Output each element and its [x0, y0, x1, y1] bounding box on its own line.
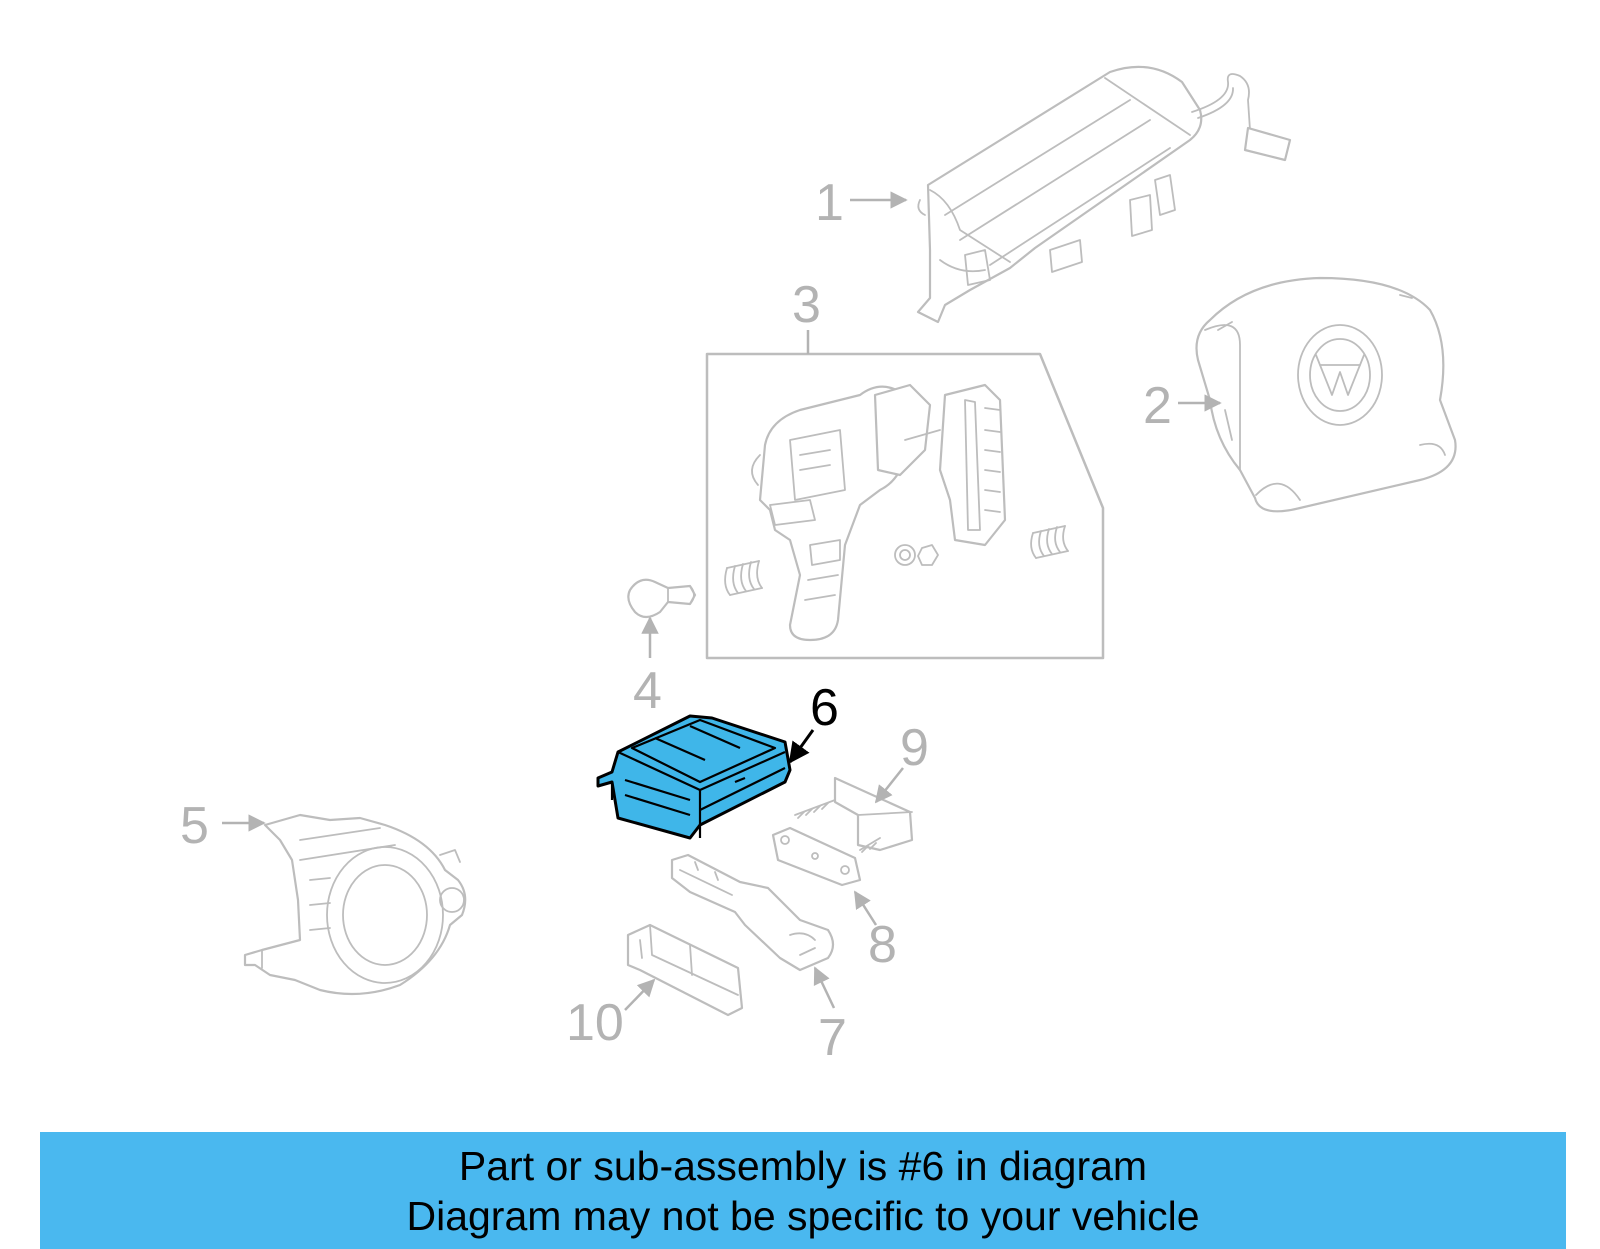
part-7-long-bracket: [670, 853, 835, 972]
callout-10: 10: [566, 994, 624, 1052]
callout-8: 8: [868, 916, 897, 974]
part-3-bracket-assembly: [705, 352, 1105, 660]
part-6-airbag-control-module: [596, 714, 792, 840]
callout-6: 6: [810, 679, 839, 737]
part-10-small-bracket: [626, 923, 744, 1017]
callout-2: 2: [1143, 377, 1172, 435]
leader-7: [813, 966, 836, 1009]
info-banner: Part or sub-assembly is #6 in diagram Di…: [40, 1132, 1566, 1249]
part-2-steering-wheel-airbag: [1195, 276, 1457, 513]
banner-line-2: Diagram may not be specific to your vehi…: [406, 1192, 1200, 1239]
callout-7: 7: [818, 1009, 847, 1067]
callout-9: 9: [900, 719, 929, 777]
leader-9: [874, 767, 904, 804]
leader-10: [624, 978, 656, 1011]
callout-1: 1: [815, 174, 844, 232]
part-1-passenger-airbag: [916, 65, 1292, 324]
spring-right: [1030, 525, 1069, 559]
leader-6: [788, 729, 815, 764]
leader-8: [853, 890, 878, 926]
part-5-clock-spring: [243, 813, 467, 996]
part-8-plate: [771, 826, 862, 887]
banner-line-1: Part or sub-assembly is #6 in diagram: [458, 1142, 1148, 1189]
part-9-bracket: [794, 776, 914, 853]
callout-3: 3: [792, 276, 821, 334]
spring-left: [724, 560, 763, 596]
part-4-bolt: [627, 578, 697, 619]
callout-5: 5: [180, 797, 209, 855]
callout-4: 4: [633, 662, 662, 720]
